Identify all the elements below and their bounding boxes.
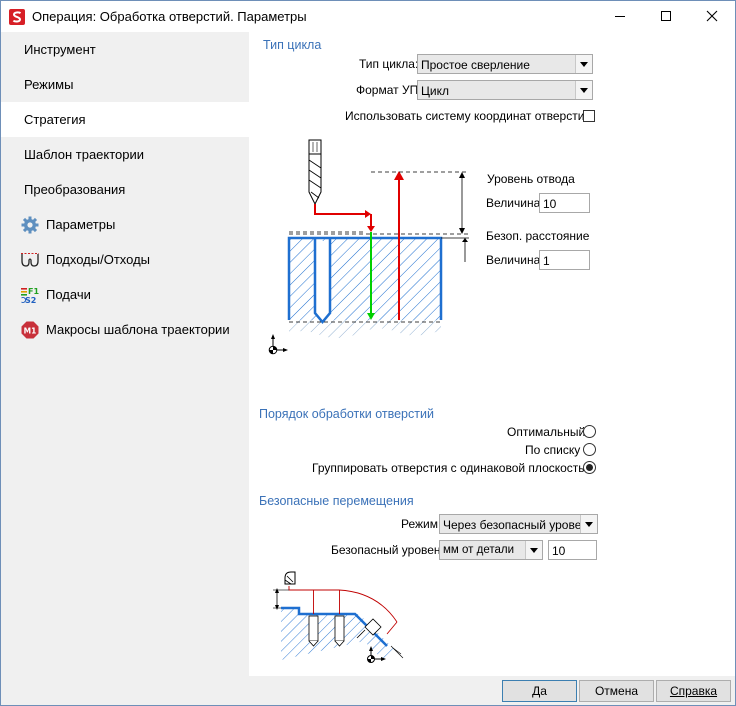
sidebar-item-feeds[interactable]: F1 S2 Подачи bbox=[1, 277, 249, 312]
safe-level-label: Безопасный уровень bbox=[331, 543, 447, 557]
title-bar[interactable]: Операция: Обработка отверстий. Параметры bbox=[1, 1, 735, 31]
chevron-down-icon[interactable] bbox=[525, 541, 542, 559]
sidebar-item-strategy[interactable]: Стратегия bbox=[1, 102, 249, 137]
chevron-down-icon[interactable] bbox=[575, 55, 592, 73]
sidebar-item-modes[interactable]: Режимы bbox=[1, 67, 249, 102]
app-logo-icon bbox=[9, 9, 25, 25]
order-list-radio[interactable] bbox=[583, 443, 596, 456]
cycle-type-value: Простое сверление bbox=[421, 58, 530, 72]
sidebar-item-label: Режимы bbox=[24, 77, 74, 92]
sidebar-item-transformations[interactable]: Преобразования bbox=[1, 172, 249, 207]
retract-value: 10 bbox=[543, 197, 557, 211]
use-hole-coords-label: Использовать систему координат отверстий bbox=[345, 109, 592, 123]
safe-level-input[interactable]: 10 bbox=[548, 540, 597, 560]
program-format-label: Формат УП: bbox=[356, 83, 422, 97]
close-button[interactable] bbox=[689, 1, 735, 31]
sidebar-item-approaches[interactable]: Подходы/Отходы bbox=[1, 242, 249, 277]
strategy-panel: Тип цикла Тип цикла: Простое сверление Ф… bbox=[249, 32, 735, 676]
sidebar-item-path-template[interactable]: Шаблон траектории bbox=[1, 137, 249, 172]
order-group-plane-radio[interactable] bbox=[583, 461, 596, 474]
cycle-type-select[interactable]: Простое сверление bbox=[417, 54, 593, 74]
macro-icon-text: M1 bbox=[24, 326, 37, 335]
help-button[interactable]: Справка bbox=[656, 680, 731, 702]
ok-button-label: Да bbox=[532, 684, 547, 698]
sidebar-item-parameters[interactable]: Параметры bbox=[1, 207, 249, 242]
safe-mode-select[interactable]: Через безопасный уровень bbox=[439, 514, 598, 534]
gear-icon bbox=[21, 216, 39, 234]
sidebar-item-label: Подходы/Отходы bbox=[46, 252, 151, 267]
feeds-icon-s2: S2 bbox=[25, 296, 36, 304]
sidebar-item-label: Преобразования bbox=[24, 182, 126, 197]
close-icon bbox=[706, 10, 718, 22]
minimize-button[interactable] bbox=[597, 1, 643, 31]
macro-icon: M1 bbox=[21, 321, 39, 339]
sidebar: Инструмент Режимы Стратегия Шаблон траек… bbox=[1, 32, 249, 676]
retract-value-input[interactable]: 10 bbox=[539, 193, 590, 213]
approach-path-icon bbox=[21, 253, 39, 267]
sidebar-item-label: Стратегия bbox=[24, 112, 86, 127]
program-format-select[interactable]: Цикл bbox=[417, 80, 593, 100]
cancel-button-label: Отмена bbox=[594, 684, 639, 698]
sidebar-item-label: Параметры bbox=[46, 217, 116, 232]
sidebar-item-label: Шаблон траектории bbox=[24, 147, 145, 162]
cycle-type-label: Тип цикла: bbox=[359, 57, 419, 71]
use-hole-coords-checkbox[interactable] bbox=[583, 110, 595, 122]
order-list-label: По списку bbox=[525, 443, 581, 457]
safe-moves-diagram bbox=[273, 571, 404, 663]
help-button-label: Справка bbox=[669, 684, 718, 698]
safe-level-mode-value: мм от детали bbox=[443, 544, 515, 556]
cycle-section-title: Тип цикла bbox=[263, 38, 322, 52]
safe-level-value: 10 bbox=[552, 544, 566, 558]
sidebar-item-label: Макросы шаблона траектории bbox=[46, 322, 230, 337]
sidebar-item-macros[interactable]: M1 Макросы шаблона траектории bbox=[1, 312, 249, 347]
minimize-icon bbox=[615, 16, 625, 17]
sidebar-item-label: Инструмент bbox=[24, 42, 96, 57]
safe-moves-section-title: Безопасные перемещения bbox=[259, 494, 414, 508]
retract-level-label: Уровень отвода bbox=[487, 172, 575, 186]
safe-distance-value: 1 bbox=[543, 254, 550, 268]
sidebar-item-label: Подачи bbox=[46, 287, 91, 302]
ok-button[interactable]: Да bbox=[502, 680, 577, 702]
chevron-down-icon[interactable] bbox=[575, 81, 592, 99]
feeds-icon-f1: F1 bbox=[28, 287, 39, 296]
order-optimal-radio[interactable] bbox=[583, 425, 596, 438]
safe-distance-input[interactable]: 1 bbox=[539, 250, 590, 270]
drilling-cycle-diagram bbox=[268, 139, 469, 355]
window-title: Операция: Обработка отверстий. Параметры bbox=[32, 9, 307, 24]
cancel-button[interactable]: Отмена bbox=[579, 680, 654, 702]
safe-mode-value: Через безопасный уровень bbox=[443, 518, 581, 532]
order-optimal-label: Оптимальный bbox=[507, 425, 586, 439]
safe-distance-label: Безоп. расстояние bbox=[486, 229, 590, 243]
order-section-title: Порядок обработки отверстий bbox=[259, 407, 434, 421]
safe-value-label: Величина: bbox=[486, 253, 544, 267]
maximize-icon bbox=[661, 11, 671, 21]
safe-level-mode-select[interactable]: мм от детали bbox=[439, 540, 543, 560]
program-format-value: Цикл bbox=[421, 84, 449, 98]
feeds-icon: F1 S2 bbox=[21, 287, 39, 304]
retract-value-label: Величина: bbox=[486, 196, 544, 210]
chevron-down-icon[interactable] bbox=[580, 515, 597, 533]
maximize-button[interactable] bbox=[643, 1, 689, 31]
safe-mode-label: Режим: bbox=[401, 517, 442, 531]
sidebar-item-tool[interactable]: Инструмент bbox=[1, 32, 249, 67]
dialog-footer: Да Отмена Справка bbox=[1, 676, 735, 705]
order-group-plane-label: Группировать отверстия с одинаковой плос… bbox=[312, 461, 594, 475]
